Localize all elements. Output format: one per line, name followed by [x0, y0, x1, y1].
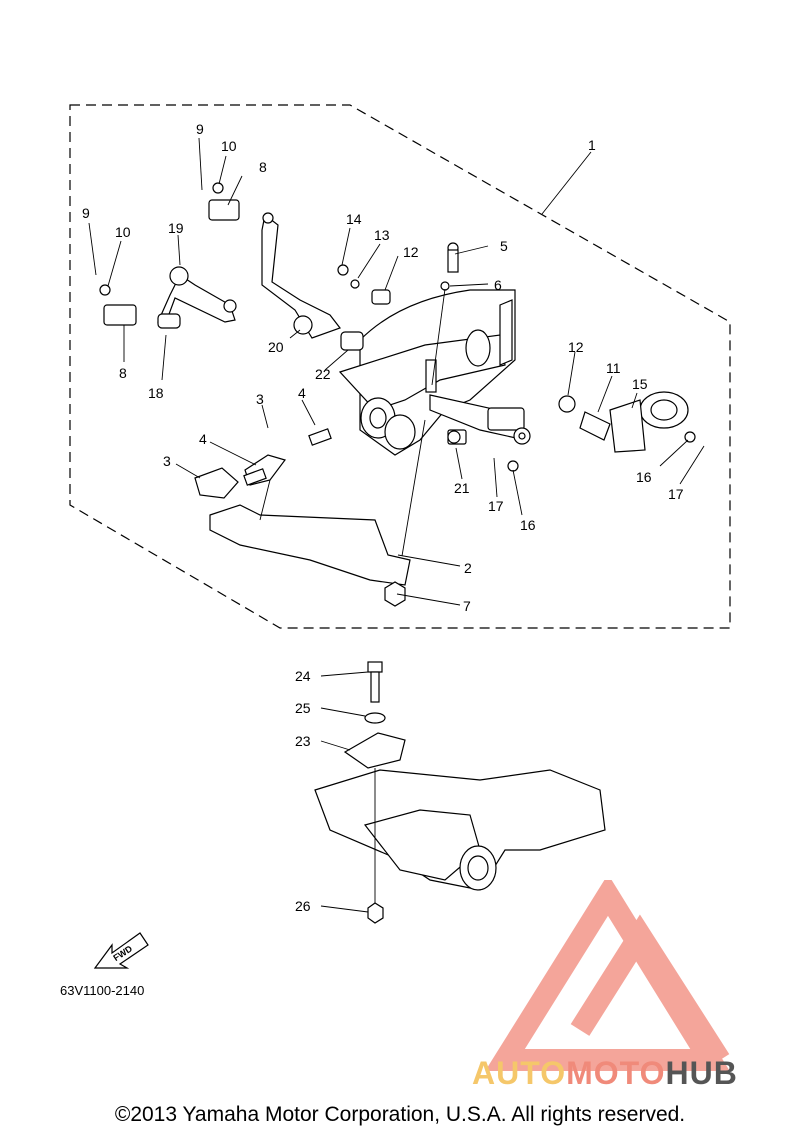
- callout-5: 5: [500, 238, 508, 254]
- callout-labels: 1 2 3 3 4 4 5 6 7 8 8 9 9 10 10 11 12 12…: [82, 121, 684, 914]
- callout-3: 3: [163, 453, 171, 469]
- callout-9: 9: [82, 205, 90, 221]
- callout-8: 8: [259, 159, 267, 175]
- carburetor-linkage: [429, 394, 531, 445]
- assembly-boundary: [69, 104, 731, 629]
- control-levers: [99, 182, 459, 351]
- callout-3: 3: [256, 391, 264, 407]
- watermark-auto: AUTO: [472, 1055, 567, 1091]
- callout-10: 10: [115, 224, 131, 240]
- callout-9: 9: [196, 121, 204, 137]
- watermark-text: AUTOMOTOHUB: [472, 1055, 738, 1092]
- callout-4: 4: [298, 385, 306, 401]
- callout-24: 24: [295, 668, 311, 684]
- mounting-bracket: [194, 428, 411, 607]
- callout-26: 26: [295, 898, 311, 914]
- lower-assembly: [314, 661, 606, 924]
- callout-20: 20: [268, 339, 284, 355]
- callout-19: 19: [168, 220, 184, 236]
- callout-10: 10: [221, 138, 237, 154]
- engine-block: [338, 289, 516, 456]
- callout-22: 22: [315, 366, 331, 382]
- callout-12: 12: [403, 244, 419, 260]
- watermark-moto: MOTO: [566, 1055, 666, 1091]
- fwd-arrow-icon: FWD: [93, 932, 149, 969]
- diagram-code: 63V1100-2140: [60, 983, 145, 998]
- copyright-notice: ©2013 Yamaha Motor Corporation, U.S.A. A…: [114, 1103, 686, 1126]
- callout-17: 17: [488, 498, 504, 514]
- callout-11: 11: [606, 360, 621, 376]
- callout-15: 15: [632, 376, 648, 392]
- callout-25: 25: [295, 700, 311, 716]
- watermark-hub: HUB: [665, 1055, 738, 1091]
- leader-lines: [88, 137, 705, 913]
- throttle-cam: [447, 391, 696, 472]
- callout-6: 6: [494, 277, 502, 293]
- callout-21: 21: [454, 480, 470, 496]
- callout-2: 2: [464, 560, 472, 576]
- callout-1: 1: [588, 137, 596, 153]
- callout-16: 16: [636, 469, 652, 485]
- callout-23: 23: [295, 733, 311, 749]
- callout-14: 14: [346, 211, 362, 227]
- automotohub-logo: [485, 880, 730, 1071]
- callout-4: 4: [199, 431, 207, 447]
- callout-18: 18: [148, 385, 164, 401]
- callout-17: 17: [668, 486, 684, 502]
- callout-12: 12: [568, 339, 584, 355]
- callout-8: 8: [119, 365, 127, 381]
- callout-7: 7: [463, 598, 471, 614]
- callout-13: 13: [374, 227, 390, 243]
- callout-16: 16: [520, 517, 536, 533]
